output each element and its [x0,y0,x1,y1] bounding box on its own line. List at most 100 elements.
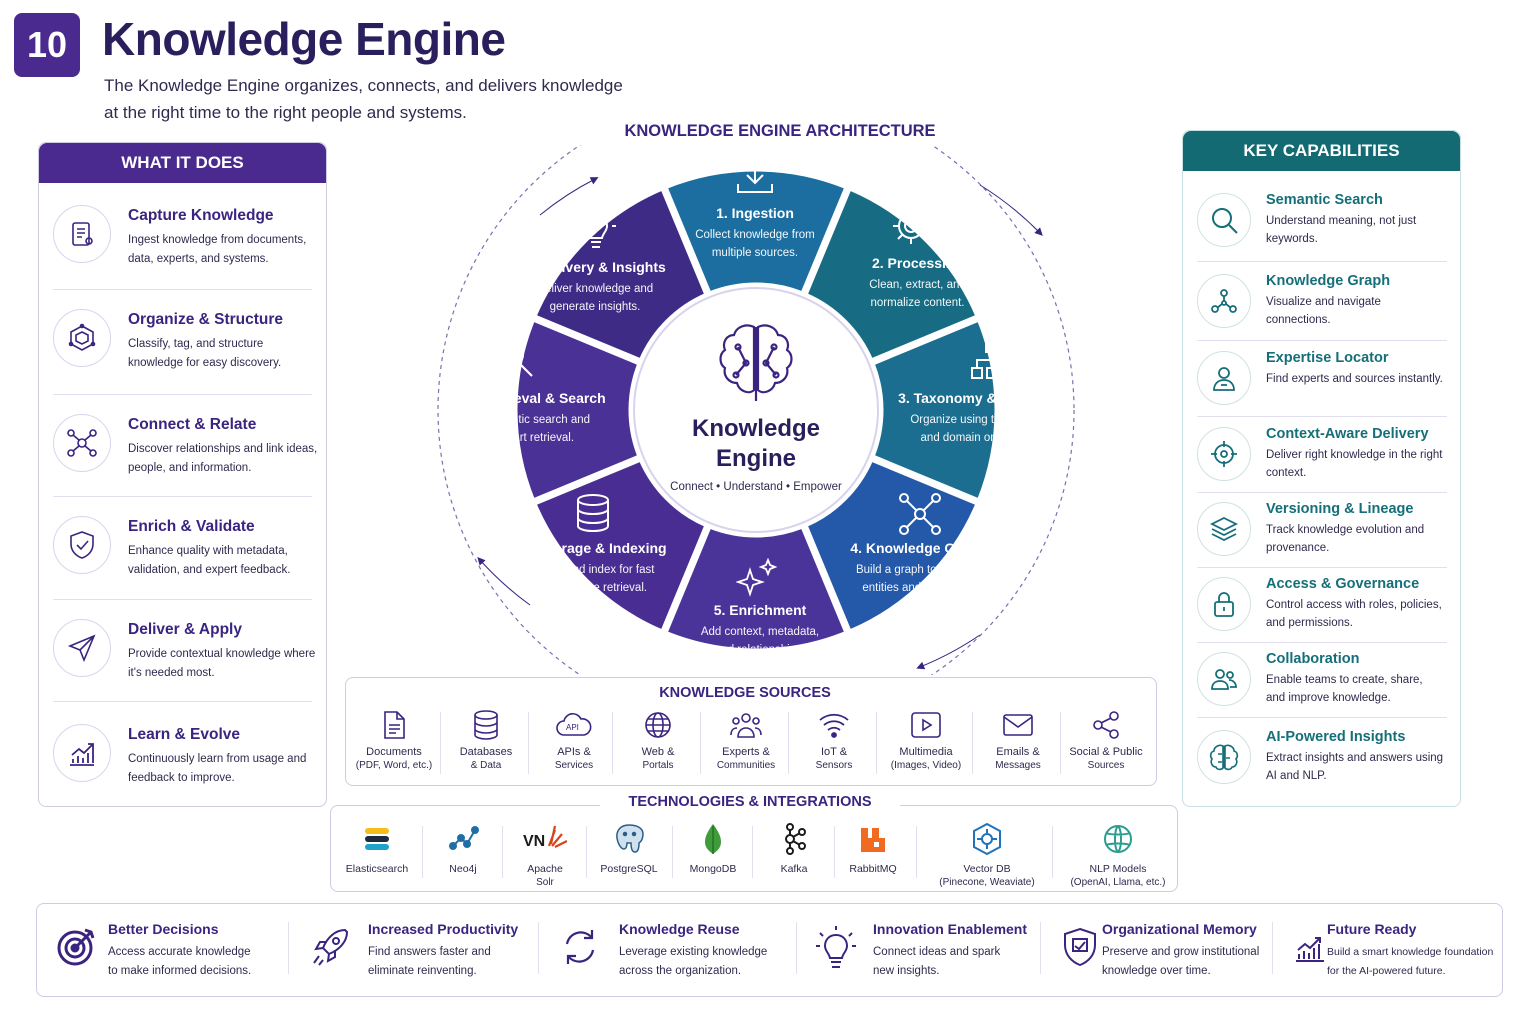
what-item-title: Deliver & Apply [128,621,242,638]
key-capabilities-panel: KEY CAPABILITIES Semantic Search Underst… [1182,130,1461,807]
api-cloud-icon: API [530,708,618,742]
capability-knowledge-graph: Knowledge Graph Visualize and navigate c… [1197,264,1447,340]
divider [1060,712,1061,774]
divider [788,712,789,774]
divider [538,922,539,974]
segment-knowledge-graph: 4. Knowledge Graph Build a graph to conn… [828,540,1008,597]
source-apis: API APIs & Services [530,708,618,773]
benefit-productivity: Increased Productivity Find answers fast… [308,903,533,995]
layers-icon [1197,502,1251,556]
segment-title: 3. Taxonomy & Ontology [898,390,1062,406]
mail-icon [974,708,1062,742]
divider [834,826,835,878]
what-item-capture: Capture Knowledge Ingest knowledge from … [53,187,312,291]
capability-versioning: Versioning & Lineage Track knowledge evo… [1197,492,1447,568]
tech-mongodb: MongoDB [668,820,758,876]
mongodb-logo [668,820,758,858]
capability-access-governance: Access & Governance Control access with … [1197,567,1447,643]
shield-memory-icon [1058,925,1102,969]
what-item-title: Connect & Relate [128,416,257,433]
tech-solr: VN Apache Solr [500,820,590,890]
svg-text:VN: VN [523,833,545,850]
target-arrow-icon [54,925,98,969]
tech-sublabel: (OpenAI, Llama, etc.) [1070,877,1166,888]
divider [1197,340,1447,341]
tech-label: MongoDB [689,863,737,875]
source-label: Social & Public [1069,746,1143,758]
brain-icon [1197,730,1251,784]
benefit-title: Future Ready [1327,921,1417,937]
capability-desc: Find experts and sources instantly. [1266,373,1443,385]
architecture-wheel [437,145,1075,675]
divider [1052,826,1053,878]
nlp-logo [1060,820,1176,858]
segment-title: 6. Storage & Indexing [523,540,667,556]
source-sublabel: (PDF, Word, etc.) [355,760,433,771]
cube-network-icon [53,309,111,367]
rabbitmq-logo [828,820,918,858]
lightbulb-icon [576,206,616,248]
divider [440,712,441,774]
divider [1040,922,1041,974]
source-label: Web & [641,746,675,758]
source-label: APIs & [557,746,591,758]
source-web: Web & Portals [614,708,702,773]
divider [1197,416,1447,417]
what-item-desc: Classify, tag, and structure knowledge f… [128,338,282,369]
team-icon [1197,652,1251,706]
section-number-badge: 10 [14,13,80,77]
database-icon [577,494,609,533]
search-icon [1197,193,1251,247]
key-capabilities-title: KEY CAPABILITIES [1183,131,1460,171]
knowledge-sources-title: KNOWLEDGE SOURCES [659,685,831,701]
benefit-knowledge-reuse: Knowledge Reuse Leverage existing knowle… [558,903,793,995]
tech-vector-db: Vector DB (Pinecone, Weaviate) [928,820,1046,890]
segment-retrieval: 7. Retrieval & Search Semantic search an… [446,390,626,447]
capability-title: Expertise Locator [1266,350,1389,366]
capability-title: AI-Powered Insights [1266,729,1406,745]
divider [876,712,877,774]
what-it-does-title: WHAT IT DOES [39,143,326,183]
capability-desc: Deliver right knowledge in the right con… [1266,449,1443,479]
segment-title: 7. Retrieval & Search [466,390,606,406]
segment-title: 1. Ingestion [716,205,794,221]
cycle-arrow [916,634,981,670]
divider [53,496,312,497]
divider [53,394,312,395]
tech-elasticsearch: Elasticsearch [332,820,422,876]
what-item-connect: Connect & Relate Discover relationships … [53,396,317,500]
network-icon [53,414,111,472]
divider [1197,567,1447,568]
source-sublabel: Messages [995,760,1041,771]
source-sublabel: Sensors [815,760,853,771]
gear-icon [893,208,929,244]
segment-desc: Add context, metadata,and relationships. [700,626,820,656]
what-item-title: Organize & Structure [128,311,284,328]
target-icon [1197,427,1251,481]
person-icon [1197,351,1251,405]
tech-label: Apache [527,863,563,875]
architecture-title: KNOWLEDGE ENGINE ARCHITECTURE [624,122,936,140]
segment-storage: 6. Storage & Indexing Store and index fo… [505,540,685,597]
benefit-better-decisions: Better Decisions Access accurate knowled… [54,903,284,995]
source-emails: Emails & Messages [974,708,1062,773]
source-sublabel: Services [554,760,594,771]
lock-icon [1197,577,1251,631]
source-sublabel: Portals [642,760,674,771]
document-icon [350,708,438,742]
neo4j-logo [418,820,508,858]
benefit-innovation: Innovation Enablement Connect ideas and … [814,903,1044,995]
tech-label: Vector DB [963,863,1011,875]
technologies-title: TECHNOLOGIES & INTEGRATIONS [600,794,900,810]
divider [1197,717,1447,718]
